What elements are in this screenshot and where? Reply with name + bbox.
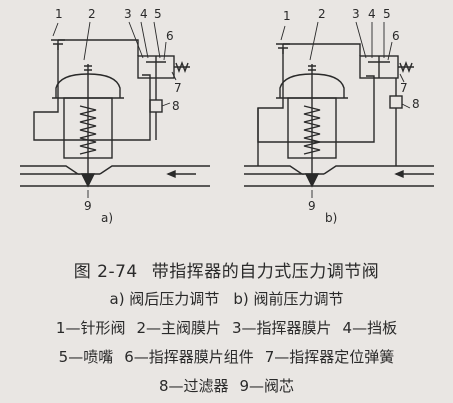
diagram-a-plug [80, 173, 96, 188]
diagram-b-labels: 1 2 3 4 5 6 7 8 9 b) [283, 7, 420, 225]
legend-item: 4—挡板 [342, 319, 398, 337]
diagram-b-pilot-spring [399, 61, 413, 73]
diagram-b-label-4: 4 [368, 7, 376, 21]
diagram-a-pilot-internals [146, 56, 190, 78]
diagram-a-arrow-head [166, 169, 176, 179]
diagram-a-needle-valve [51, 39, 65, 50]
diagram-b-needle-valve [276, 43, 290, 54]
diagram-a-filter [149, 99, 163, 113]
diagram-b-label-1: 1 [283, 9, 291, 23]
diagram-b-label-5: 5 [383, 7, 391, 21]
diagram-b-label-2: 2 [318, 7, 326, 21]
diagram-b-label-8: 8 [412, 97, 420, 111]
diagram-b [244, 21, 434, 198]
legend-row-1: 1—针形阀 2—主阀膜片 3—指挥器膜片 4—挡板 [0, 317, 453, 338]
diagram-b-label-3: 3 [352, 7, 360, 21]
legend-row-3: 8—过滤器 9—阀芯 [0, 375, 453, 396]
diagram-b-leaders [280, 21, 411, 198]
diagram-b-pilot-internals [368, 56, 414, 78]
diagram-a-label-1: 1 [55, 7, 63, 21]
diagram-a-label-4: 4 [140, 7, 148, 21]
legend-item: 5—喷嘴 [58, 348, 114, 366]
legend-row-2: 5—喷嘴 6—指挥器膜片组件 7—指挥器定位弹簧 [0, 346, 453, 367]
diagram-a-stem-cap [84, 65, 92, 71]
diagram-b-supply-line [283, 43, 361, 56]
legend-item: 6—指挥器膜片组件 [124, 348, 254, 366]
legend-item: 1—针形阀 [55, 319, 126, 337]
diagram-a-sublabel: a) [101, 211, 113, 225]
legend-item: 2—主阀膜片 [136, 319, 221, 337]
diagram-b-spring [303, 105, 321, 155]
subtitle-a: a) 阀后压力调节 [109, 290, 220, 308]
figure-caption: 图 2-74 带指挥器的自力式压力调节阀 [0, 257, 453, 282]
diagram-a-control-line [33, 40, 151, 141]
subtitle-b: b) 阀前压力调节 [233, 290, 344, 308]
legend-item: 9—阀芯 [239, 377, 295, 395]
diagram-a-pipeline [20, 165, 210, 187]
diagram-b-filter [389, 95, 403, 109]
diagram-b-stem-cap [308, 65, 316, 71]
diagram-b-pipeline [244, 165, 434, 187]
diagram-a-label-5: 5 [154, 7, 162, 21]
figure-subtitles: a) 阀后压力调节 b) 阀前压力调节 [0, 288, 453, 309]
diagram-a-labels: 1 2 3 4 5 6 7 8 9 a) [55, 7, 182, 225]
diagram-a-label-7: 7 [174, 81, 182, 95]
diagram-a-label-8: 8 [172, 99, 180, 113]
diagram-b-label-9: 9 [308, 199, 316, 213]
diagram-a-pilot-spring [175, 61, 189, 73]
diagram-a-label-6: 6 [166, 29, 174, 43]
diagram-a-leaders [52, 21, 177, 198]
diagram-a-label-9: 9 [84, 199, 92, 213]
diagram-b-label-7: 7 [400, 81, 408, 95]
legend-item: 3—指挥器膜片 [232, 319, 332, 337]
legend-item: 7—指挥器定位弹簧 [264, 348, 395, 366]
figure-title: 带指挥器的自力式压力调节阀 [151, 262, 380, 282]
diagram-a [20, 21, 210, 198]
regulator-diagrams: 1 2 3 4 5 6 7 8 9 a) [20, 7, 434, 225]
diagram-a-spring [79, 105, 97, 155]
legend-item: 8—过滤器 [158, 377, 229, 395]
diagram-a-label-3: 3 [124, 7, 132, 21]
diagram-b-arrow-head [394, 169, 404, 179]
diagram-a-supply-line [58, 39, 139, 56]
diagram-b-sublabel: b) [325, 211, 337, 225]
diagram-a-label-2: 2 [88, 7, 96, 21]
diagram-b-label-6: 6 [392, 29, 400, 43]
figure-number: 图 2-74 [73, 262, 138, 282]
diagram-b-plug [304, 173, 320, 188]
